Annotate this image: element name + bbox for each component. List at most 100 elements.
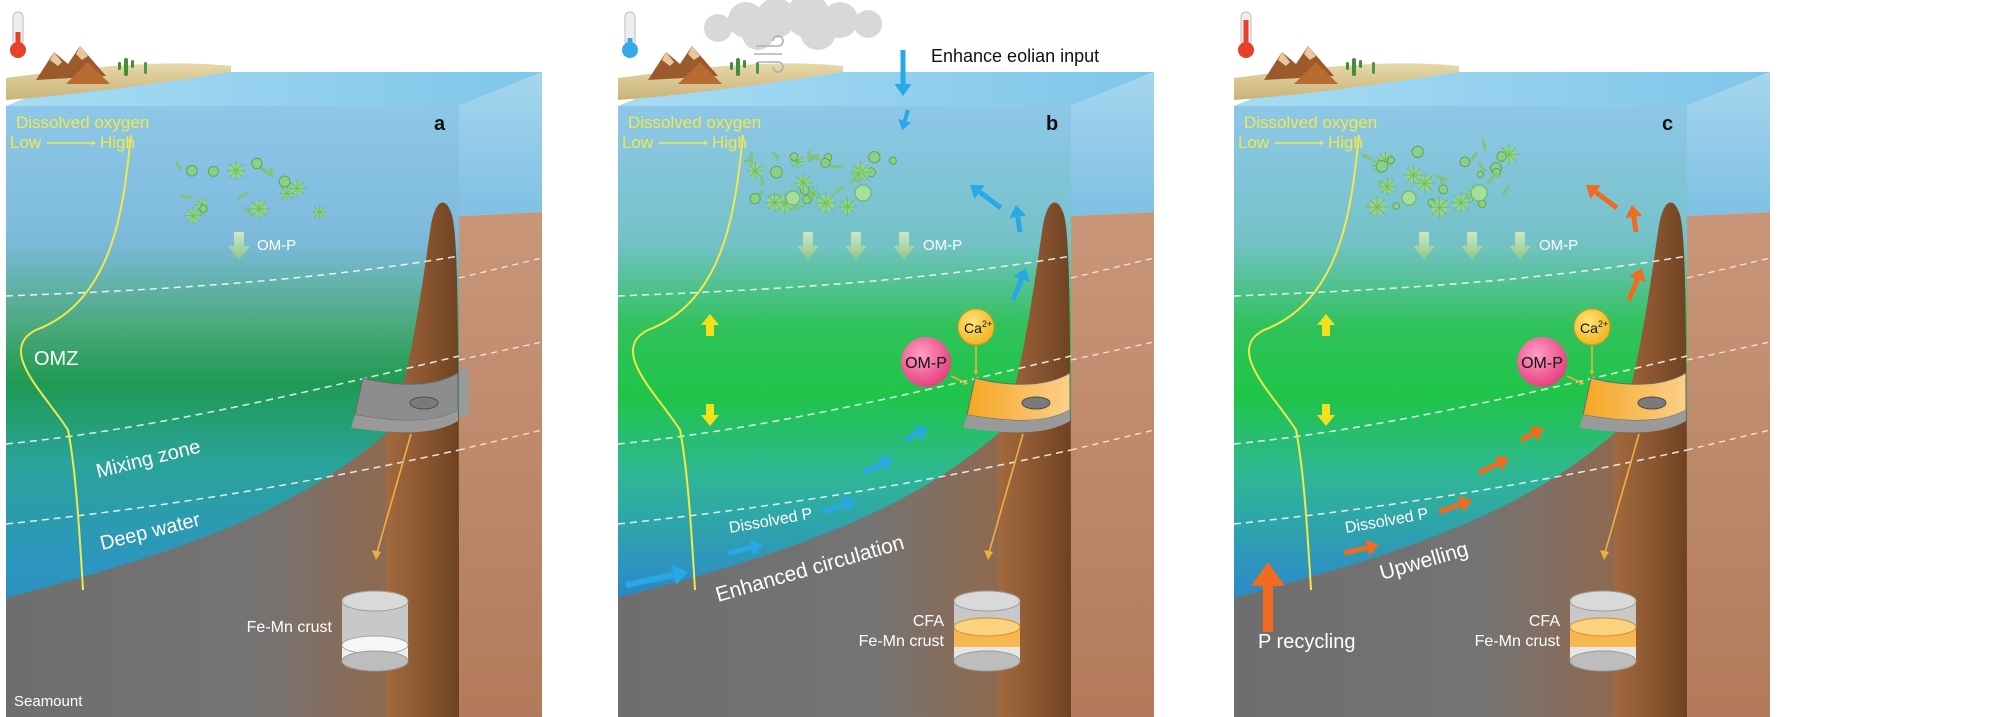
diatom-spine [840,200,848,208]
arrow-shaft [950,375,965,384]
plankton-icon [1361,139,1520,219]
diatom-spine [1380,179,1388,188]
plankton-diatom [1415,173,1435,194]
upwelling-arrow [1438,496,1472,515]
plankton-chain [831,164,844,169]
side-rock [459,212,542,717]
thermometer-icon [622,11,638,58]
diatom-spine [1460,202,1469,211]
calcium-label: Ca2+ [964,319,992,336]
omp-arrow [1566,375,1584,385]
export-arrow [1509,232,1531,260]
arrow-shaft [1594,190,1619,211]
core-line-head [984,550,993,560]
cylinder-top [341,590,409,612]
diatom-spine [817,202,827,212]
diatom-spine [1417,182,1426,191]
diatom-spine [1424,175,1433,184]
cylinder-cfa-top [1569,617,1637,637]
cactus-arm [1359,60,1362,68]
diatom-spine [286,187,294,194]
diatom-spine [852,173,859,181]
export-arrow [845,232,867,260]
diatom-spine [807,188,814,195]
diatom-spine [296,181,305,189]
crust-label: Fe-Mn crust [247,619,333,636]
export-arrow [893,232,915,260]
arrow-head [1251,562,1285,586]
plankton-cell [770,165,783,179]
diatom-spine [802,176,810,184]
arrow-head [878,455,893,471]
arrow-shaft [903,431,919,443]
arrow-head [749,539,763,556]
omp-bubble: OM-P [901,337,951,387]
cactus-trunk [124,58,128,76]
arrow-head [1589,371,1595,375]
omp-label: OM-P [923,237,962,254]
arrow-head [841,496,856,513]
oxygen-high: High [1328,133,1363,152]
down-arrow-shape [228,232,250,260]
zone-omz: OMZ [34,348,78,370]
boundary-upper [617,255,1072,297]
flank-arrow-curl [1009,205,1027,233]
cactus-arm [131,60,134,68]
diatom-spine [280,193,288,200]
plankton-diatom [287,179,307,198]
arrow-head [1629,268,1646,283]
panel-letter: a [434,113,446,135]
diatom-spine [852,168,859,175]
export-arrow [1461,232,1483,260]
plankton-diatom [806,186,821,201]
core-line [375,433,412,557]
arrow-head [1457,496,1472,513]
plankton-cell [1438,184,1449,195]
arrow-shaft [1010,278,1024,301]
diatom-spine [1431,207,1440,216]
eolian-arrow [894,50,912,96]
panel-letter: b [1046,113,1058,135]
cloud-puff [742,18,774,50]
calcium-bubble-circle [957,308,995,346]
mountain-front [66,62,110,84]
diatom-spine [1439,199,1448,208]
upwelling-arrow [1343,539,1379,556]
thermometer-mercury [627,38,633,50]
arrow-head [1586,185,1601,199]
cactus-trunk [144,62,147,74]
plankton-cell [789,152,799,162]
crust-band-edge [459,369,469,417]
down-arrow-shape [1509,232,1531,260]
diatom-spine [774,195,783,203]
arrow-head [1494,455,1509,471]
calcium-symbol: Ca [1580,320,1598,336]
cactus-trunk [1372,62,1375,74]
calcium-bubble: Ca2+ [1573,308,1611,346]
calcium-arrow [973,346,979,375]
diatom-spine [1380,186,1388,194]
export-arrow [228,232,250,260]
oxygen-title: Dissolved oxygen [16,113,149,132]
oxygen-title: Dissolved oxygen [628,113,761,132]
crust-label: CFA [913,613,944,630]
panel-letter: c [1662,113,1673,135]
plankton-diatom [226,160,247,181]
flank-arrow [1010,268,1030,301]
diatom-spine [807,193,814,199]
arrow-head [1625,205,1643,219]
upwelling-arrow [861,455,893,476]
crust-sample-hole [1021,396,1051,410]
diatom-spine [840,206,848,214]
upwelling-arrow [1477,455,1509,476]
down-arrow-shape [1413,232,1435,260]
diatom-spine [235,170,244,179]
crust-cylinder-icon [1569,590,1637,672]
cactus-arm [730,62,733,70]
diatom-spine [1508,154,1517,163]
oxygen-low: Low [1238,133,1270,152]
oxygen-low: Low [10,133,42,152]
plankton-diatom [184,206,203,225]
arrow-head [1009,205,1027,219]
